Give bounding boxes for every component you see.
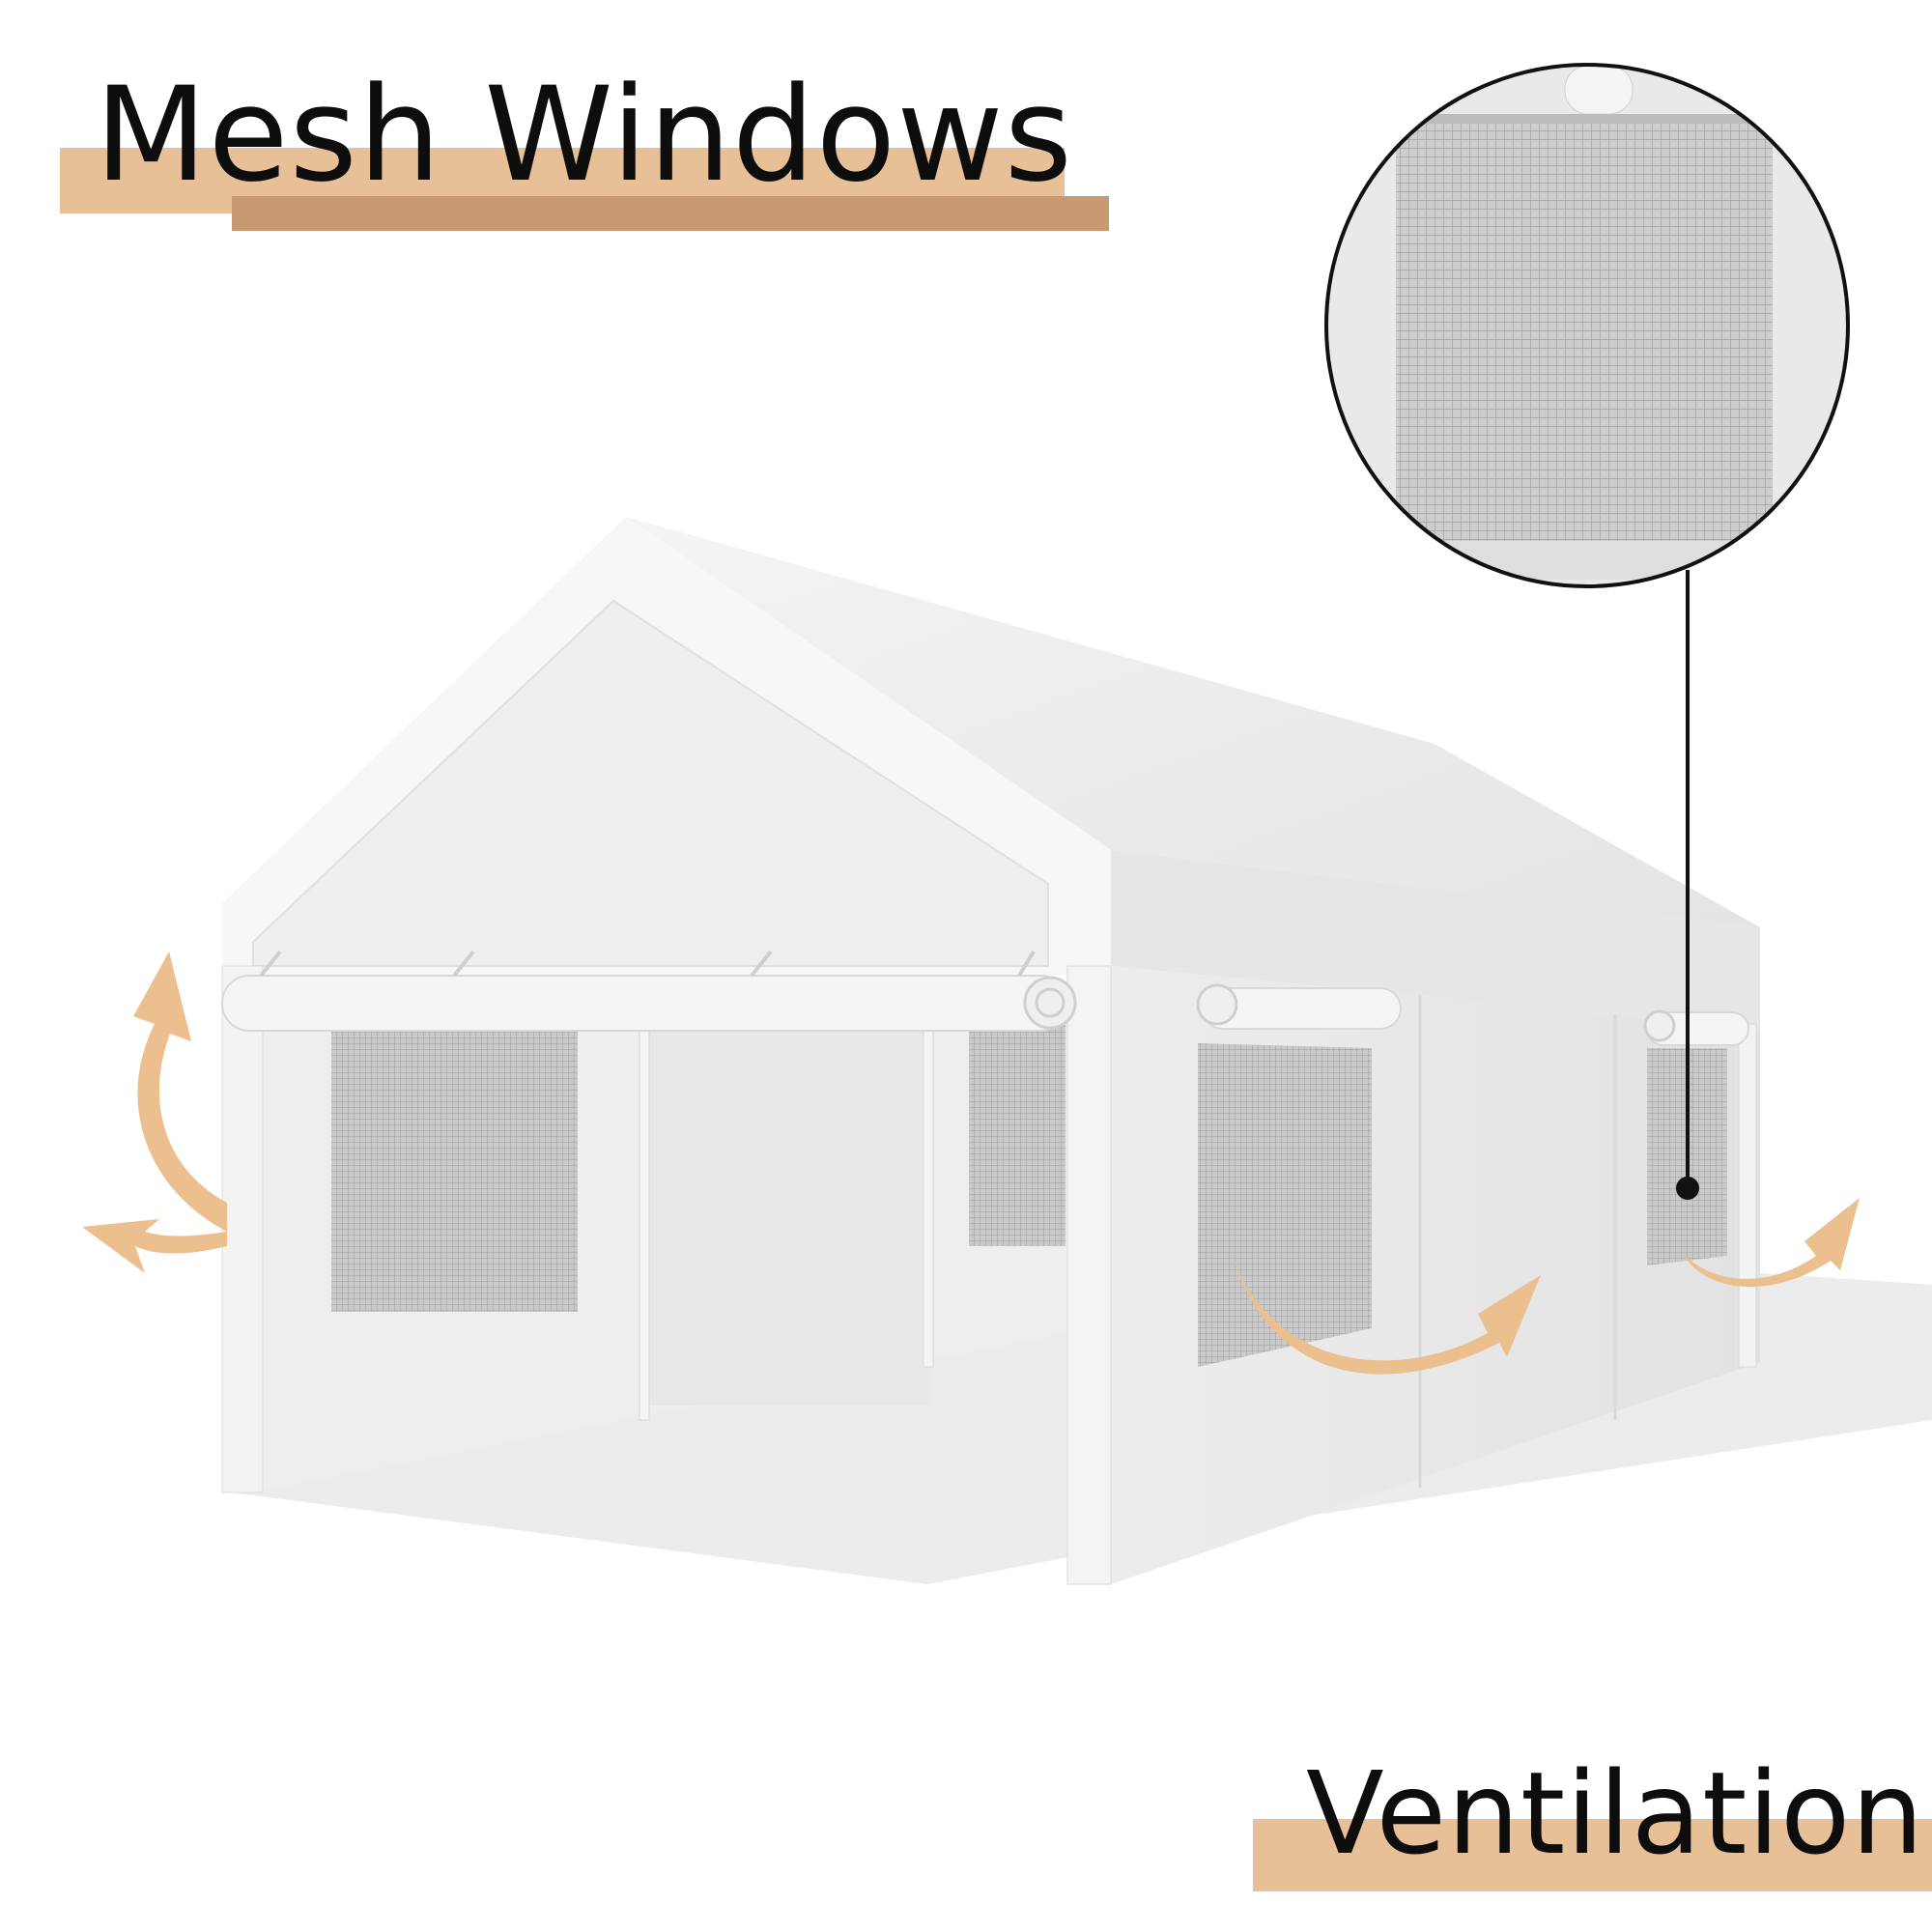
- magnifier-circle-icon: [1324, 63, 1850, 588]
- roof-fascia: [1111, 850, 1760, 1029]
- front-gable-panel: [252, 599, 1049, 967]
- callout-dot: [1676, 1177, 1699, 1200]
- corner-pole-left: [221, 965, 264, 1493]
- headline-accent-band-lower: [232, 196, 1109, 231]
- headline-title: Mesh Windows: [95, 59, 1073, 211]
- mesh-window-side: [1198, 1043, 1372, 1367]
- mesh-window-back: [969, 1024, 1065, 1246]
- inner-wall-panel: [649, 1024, 929, 1406]
- footer-title: Ventilation: [1306, 1747, 1925, 1880]
- footer-accent-band: [1253, 1819, 1932, 1891]
- curved-arrow-icon: [82, 952, 1860, 1375]
- pole: [923, 1018, 934, 1368]
- mesh-window-front-left: [331, 1032, 578, 1312]
- roof-right-slope: [626, 517, 1760, 927]
- corner-pole-right: [1066, 965, 1112, 1585]
- rolled-curtain-front: [221, 975, 1068, 1032]
- pole: [639, 1018, 650, 1421]
